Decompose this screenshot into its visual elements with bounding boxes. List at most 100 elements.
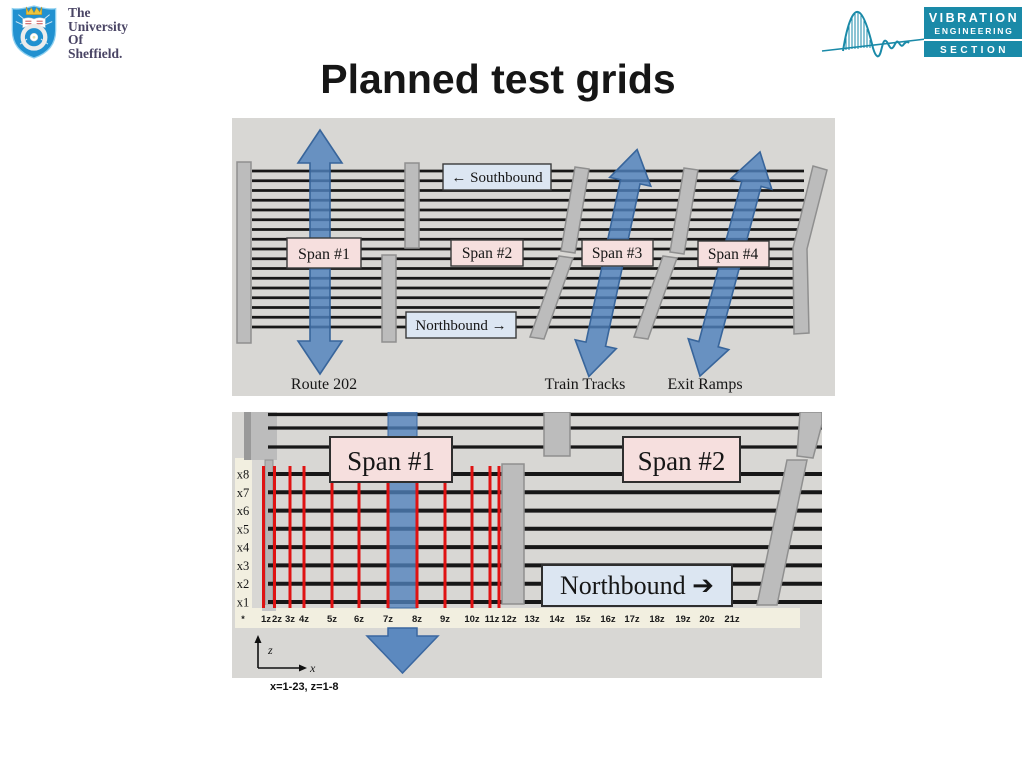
vibration-wave-icon	[821, 10, 926, 58]
span1-label: Span #1	[347, 446, 435, 476]
span2-box	[450, 239, 524, 267]
x-axis-arrow-icon	[299, 664, 307, 672]
pier-skew-right	[756, 459, 808, 606]
span4-box	[697, 240, 770, 268]
grid-col-label: 18z	[649, 614, 665, 625]
grid-col-label: 19z	[675, 614, 691, 625]
grid-col-label: 12z	[501, 614, 517, 625]
pier-skew-lower-1	[528, 255, 575, 340]
span2-label: Span #2	[638, 446, 726, 476]
span1-label: Span #1	[298, 246, 350, 263]
crest-rose	[29, 33, 39, 42]
bridge-piers	[501, 412, 822, 606]
pier-corner-top-right	[796, 412, 822, 459]
crest-crown	[25, 6, 43, 15]
grid-col-label: 8z	[412, 614, 422, 625]
grid-col-label: 7z	[383, 614, 393, 625]
grid-col-label: 1z	[261, 614, 271, 625]
university-name-line: Of	[68, 32, 83, 47]
grid-col-label: 15z	[575, 614, 591, 625]
abutment-left	[236, 161, 252, 344]
southbound-label: ← Southbound	[451, 170, 543, 186]
vibration-logo-line1: VIBRATION	[928, 11, 1020, 25]
crest-banner-ring	[20, 23, 48, 51]
pier-skew-lower-2	[632, 255, 679, 340]
span1-box	[286, 237, 362, 269]
grid-col-label: 16z	[600, 614, 616, 625]
col-label-strip	[235, 608, 800, 628]
abutment-right	[792, 165, 828, 335]
grid-col-label: 20z	[699, 614, 715, 625]
route-202-label: Route 202	[291, 376, 357, 393]
grid-row-label: x4	[237, 541, 250, 555]
northbound-label: Northbound →	[415, 318, 506, 334]
university-brand: The University Of Sheffield.	[8, 3, 128, 61]
coordinate-axes: z x	[254, 635, 316, 675]
test-grid-red-lines	[262, 466, 501, 608]
pier-lower	[381, 254, 397, 343]
grid-corner-mark: *	[241, 614, 245, 624]
university-name-line: University	[68, 18, 128, 34]
grid-row-label: x5	[237, 522, 250, 536]
grid-col-label: 14z	[549, 614, 565, 625]
pier-upper	[404, 162, 420, 249]
grid-col-label: 9z	[440, 614, 450, 625]
grid-col-label: 21z	[724, 614, 740, 625]
southbound-box	[442, 163, 552, 191]
northbound-box	[405, 311, 517, 339]
grid-col-label: 10z	[464, 614, 480, 625]
university-crest-icon	[11, 5, 57, 59]
grid-col-label: 13z	[524, 614, 540, 625]
label-boxes	[286, 163, 770, 339]
span1-box	[329, 436, 453, 483]
grid-row-labels: x8 x7 x6 x5 x4 x3 x2 x1	[237, 468, 250, 610]
bridge-piers	[236, 161, 828, 344]
vibration-logo-separator	[924, 39, 1022, 41]
grid-row-label: x7	[237, 486, 250, 500]
grid-col-label: 17z	[624, 614, 640, 625]
span3-label: Span #3	[592, 245, 643, 262]
pier-skew-upper-1	[560, 166, 590, 254]
page-title: Planned test grids	[320, 56, 676, 102]
z-axis-label: z	[267, 643, 273, 657]
span4-label: Span #4	[708, 246, 759, 263]
span3-box	[581, 239, 654, 267]
route-202-arrowhead	[365, 627, 440, 675]
grid-col-label: 4z	[299, 614, 309, 625]
northbound-box	[541, 564, 733, 607]
vibration-logo-line2: ENGINEERING	[934, 26, 1014, 36]
university-name: The University Of Sheffield.	[68, 3, 128, 61]
grid-row-label: x8	[237, 468, 250, 482]
grid-col-label: 5z	[327, 614, 337, 625]
grid-extent-caption: x=1-23, z=1-8	[270, 681, 339, 693]
test-grid-diagram: Span #1 Span #2 Northbound ➔ x8x7x6x5x4x…	[232, 412, 822, 678]
train-tracks-label: Train Tracks	[545, 376, 626, 393]
z-axis-arrow-icon	[254, 635, 262, 643]
vibration-logo-line3: SECTION	[940, 45, 1009, 56]
span2-label: Span #2	[462, 245, 512, 262]
abutment-edge	[244, 412, 251, 460]
label-boxes	[329, 436, 741, 607]
grid-col-label: 11z	[485, 614, 500, 625]
exit-ramps-label: Exit Ramps	[667, 376, 742, 393]
grid-col-label: 2z	[272, 614, 282, 625]
bridge-plan-diagram: ← Southbound Northbound → Span #1 Span #…	[232, 118, 835, 396]
grid-row-label: x2	[237, 577, 250, 591]
x-axis-label: x	[309, 661, 316, 675]
row-label-strip	[235, 458, 252, 628]
pier-right-span1	[501, 463, 525, 605]
pier-left-base	[262, 605, 276, 611]
pier-skew-upper-2	[669, 167, 699, 255]
grid-col-label: 6z	[354, 614, 364, 625]
grid-row-label: x3	[237, 559, 250, 573]
span2-box	[622, 436, 741, 483]
grid-row-label: x1	[237, 596, 250, 610]
grid-row-label: x6	[237, 504, 250, 518]
vibration-logo-box: VIBRATION ENGINEERING SECTION	[924, 7, 1022, 57]
grid-col-label: 3z	[285, 614, 295, 625]
vibration-engineering-brand: VIBRATION ENGINEERING SECTION	[820, 5, 1024, 59]
university-name-line: The	[68, 5, 91, 20]
university-name-line: Sheffield.	[68, 45, 123, 61]
northbound-label: Northbound ➔	[560, 571, 714, 600]
